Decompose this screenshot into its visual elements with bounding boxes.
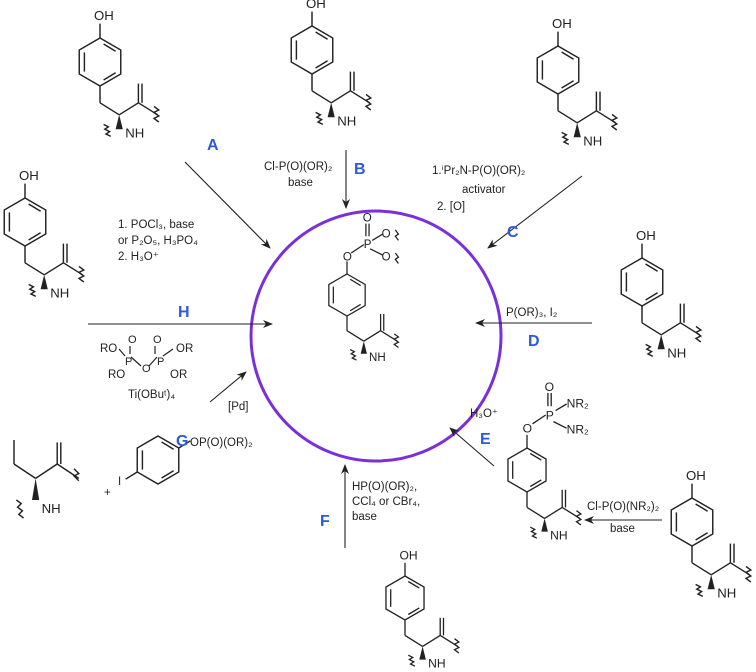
aryl-iodide-phosphate (125, 435, 191, 485)
svg-text:RO: RO (100, 343, 117, 355)
route-label-C: C (507, 224, 519, 241)
route-label-G: G (176, 433, 188, 450)
svg-text:RO: RO (108, 369, 125, 381)
svg-text:1.ⁱPr₂N-P(O)(OR)₂: 1.ⁱPr₂N-P(O)(OR)₂ (432, 164, 525, 177)
svg-text:NH: NH (667, 346, 686, 361)
svg-text:O: O (363, 213, 372, 225)
svg-text:CCl₄ or CBr₄,: CCl₄ or CBr₄, (352, 496, 420, 508)
svg-text:or P₂O₅, H₃PO₄: or P₂O₅, H₃PO₄ (118, 235, 198, 247)
svg-text:1. POCl₃, base: 1. POCl₃, base (118, 219, 194, 231)
phosphotyrosine-product: O P O O O NH (328, 213, 400, 364)
svg-text:HP(O)(OR)₂,: HP(O)(OR)₂, (352, 481, 417, 493)
atom-p: P (364, 239, 372, 251)
svg-text:P: P (125, 356, 132, 368)
svg-text:OH: OH (306, 0, 326, 11)
tyrosine-E-start: OH NH (670, 468, 752, 601)
route-label-B: B (354, 161, 366, 178)
tyrosine-F: OH NH (385, 549, 460, 670)
arrow-A (184, 161, 271, 249)
svg-text:O: O (545, 380, 554, 394)
svg-text:NH: NH (428, 656, 445, 670)
svg-text:I: I (118, 476, 121, 488)
iodoalanine: NH (13, 440, 81, 519)
atom-nh: NH (369, 352, 386, 364)
svg-text:2. [O]: 2. [O] (437, 201, 465, 213)
svg-text:Cl-P(O)(OR)₂: Cl-P(O)(OR)₂ (264, 161, 332, 173)
arrow-G (209, 371, 247, 403)
svg-text:NH: NH (125, 126, 144, 141)
svg-text:NR₂: NR₂ (567, 396, 589, 410)
tyrosine-C: OH NH (536, 16, 618, 149)
svg-text:NH: NH (337, 114, 356, 129)
route-label-F: F (320, 513, 330, 530)
svg-text:activator: activator (462, 184, 506, 196)
svg-text:Cl-P(O)(NR₂)₂: Cl-P(O)(NR₂)₂ (587, 501, 659, 513)
tyrosine-H: OH NH (3, 168, 85, 301)
arrow-E (449, 427, 495, 467)
route-label-A: A (207, 137, 219, 154)
arrow-C (487, 175, 583, 249)
phosphorodiamidate-intermediate: O P O NR₂ NR₂ NH (507, 380, 589, 542)
product-circle (249, 209, 503, 463)
atom-o: O (343, 251, 352, 263)
svg-text:base: base (610, 523, 635, 535)
svg-text:base: base (352, 511, 377, 523)
route-label-H: H (178, 304, 190, 321)
svg-text:OH: OH (686, 468, 706, 483)
svg-text:P: P (546, 408, 554, 422)
svg-text:OH: OH (552, 16, 572, 31)
svg-text:O: O (153, 334, 162, 346)
svg-text:NH: NH (717, 586, 736, 601)
svg-text:OH: OH (19, 168, 39, 183)
svg-text:OH: OH (400, 549, 418, 563)
svg-text:2. H₃O⁺: 2. H₃O⁺ (118, 251, 159, 263)
svg-text:OR: OR (170, 369, 187, 381)
svg-text:O: O (142, 363, 151, 375)
svg-text:[Pd]: [Pd] (228, 401, 248, 413)
svg-text:P(OR)₃, I₂: P(OR)₃, I₂ (506, 307, 557, 319)
svg-text:OR: OR (176, 343, 193, 355)
tyrosine-A: OH NH (78, 8, 160, 141)
svg-text:NH: NH (550, 528, 567, 542)
svg-text:Ti(OBuᵗ)₄: Ti(OBuᵗ)₄ (128, 389, 175, 401)
svg-text:O: O (523, 422, 532, 436)
svg-text:O: O (128, 334, 137, 346)
svg-text:H₃O⁺: H₃O⁺ (470, 408, 498, 420)
svg-text:base: base (288, 177, 313, 189)
svg-text:OH: OH (94, 8, 114, 23)
svg-text:OH: OH (636, 228, 656, 243)
svg-text:OP(O)(OR)₂: OP(O)(OR)₂ (190, 437, 253, 449)
tyrosine-D: OH NH (620, 228, 702, 361)
route-label-E: E (480, 431, 491, 448)
svg-text:NH: NH (583, 134, 602, 149)
svg-text:O: O (382, 228, 391, 240)
route-label-D: D (528, 333, 540, 350)
svg-text:NR₂: NR₂ (567, 423, 589, 437)
pyrophosphate-reagent: RO RO P O O P O OR OR (100, 334, 193, 381)
svg-text:NH: NH (50, 286, 69, 301)
tyrosine-B: OH NH (290, 0, 372, 129)
svg-text:O: O (382, 251, 391, 263)
svg-text:NH: NH (42, 501, 61, 516)
svg-text:P: P (157, 356, 164, 368)
plus-sign: + (104, 487, 111, 499)
